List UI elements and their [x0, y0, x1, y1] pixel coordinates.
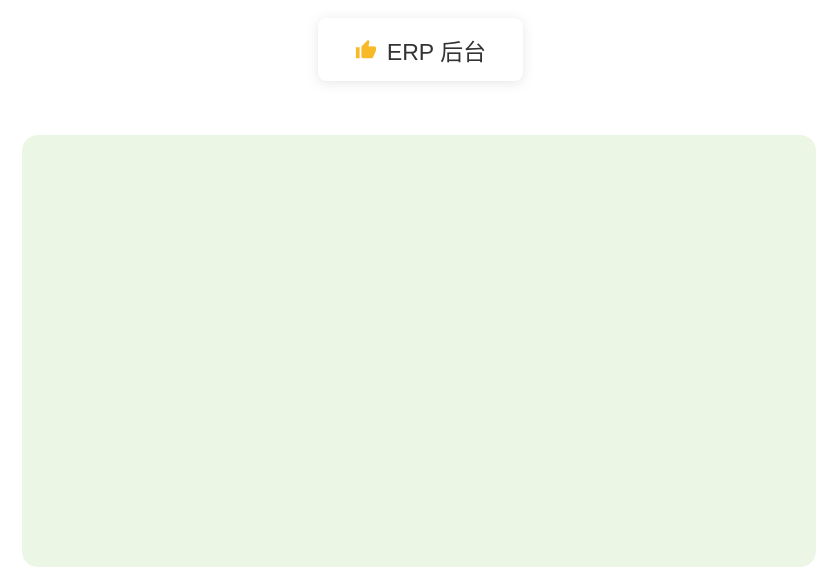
- branches-panel: [22, 135, 816, 567]
- root-node-label: ERP 后台: [386, 38, 487, 65]
- root-node-erp[interactable]: ERP 后台: [318, 18, 523, 81]
- thumbs-up-icon: [355, 39, 376, 58]
